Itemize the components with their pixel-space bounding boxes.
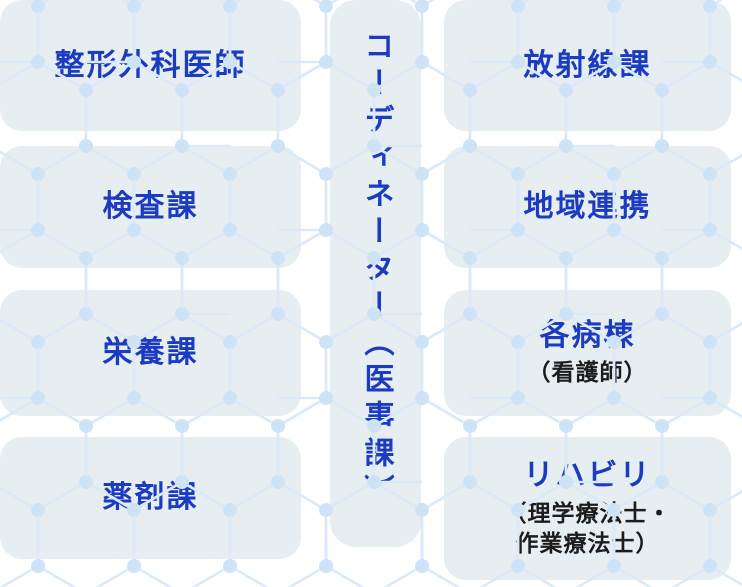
- node-label: 地域連携: [523, 189, 652, 225]
- node-label: 放射線課: [523, 47, 652, 83]
- node-label: 薬剤課: [102, 480, 199, 516]
- node-label: 整形外科医師: [54, 47, 247, 83]
- node-regional-cooperation[interactable]: 地域連携: [444, 146, 731, 268]
- node-radiology-department[interactable]: 放射線課: [444, 0, 731, 131]
- node-pharmacy-department[interactable]: 薬剤課: [0, 437, 301, 559]
- node-hospital-wards[interactable]: 各病棟 （看護師）: [444, 290, 731, 416]
- node-label: 検査課: [102, 189, 199, 225]
- node-sublabel-line2: 作業療法士）: [515, 531, 660, 558]
- node-orthopedic-doctor[interactable]: 整形外科医師: [0, 0, 301, 131]
- node-sublabel-line1: （理学療法士・: [503, 500, 672, 527]
- node-label: 各病棟: [539, 317, 636, 353]
- node-nutrition-department[interactable]: 栄養課: [0, 290, 301, 416]
- node-examination-department[interactable]: 検査課: [0, 146, 301, 268]
- node-rehabilitation[interactable]: リハビリ （理学療法士・ 作業療法士）: [444, 437, 731, 580]
- coordinator-vertical-label: コーディネーター（医事課）: [358, 30, 394, 511]
- node-sublabel: （看護師）: [527, 360, 648, 387]
- node-label: 栄養課: [102, 335, 199, 371]
- node-label: リハビリ: [523, 458, 652, 494]
- node-coordinator[interactable]: コーディネーター（医事課）: [330, 0, 421, 547]
